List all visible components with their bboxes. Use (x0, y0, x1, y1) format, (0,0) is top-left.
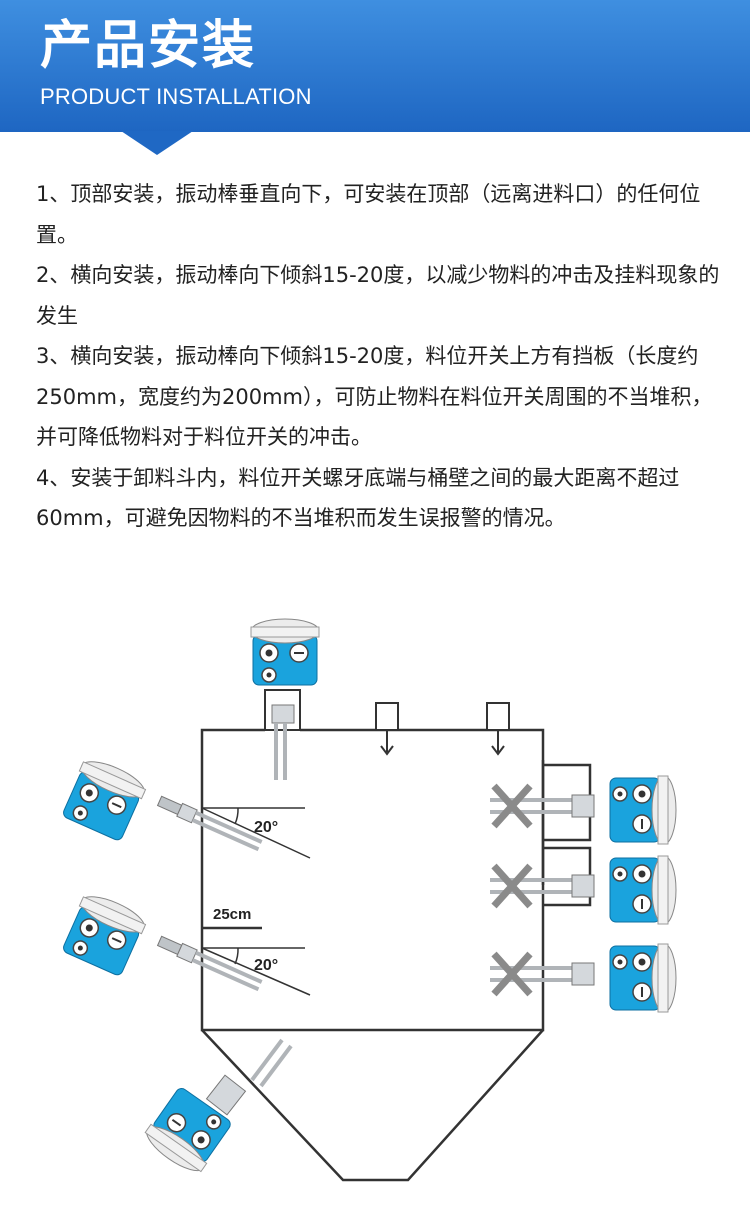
section-subtitle: PRODUCT INSTALLATION (40, 84, 312, 109)
inlet-arrow (486, 702, 510, 756)
instruction-item: 4、安装于卸料斗内，料位开关螺牙底端与桶壁之间的最大距离不超过60mm，可避免因… (36, 465, 680, 531)
right-level-switch-wrong-3 (490, 943, 677, 1013)
baffle-label: 25cm (213, 906, 251, 923)
banner-notch (121, 131, 193, 155)
instruction-item: 1、顶部安装，振动棒垂直向下，可安装在顶部（远离进料口）的任何位置。 (36, 182, 701, 247)
angle-label: 20° (254, 819, 278, 836)
right-level-switch-wrong-2 (490, 855, 677, 925)
installation-diagram: 20° 25cm 20° (58, 618, 677, 1182)
top-level-switch (250, 618, 320, 780)
instruction-list: 1、顶部安装，振动棒垂直向下，可安装在顶部（远离进料口）的任何位置。 2、横向安… (36, 174, 722, 539)
hopper-level-switch (139, 1038, 293, 1180)
inlet-arrow (375, 702, 399, 756)
instruction-item: 3、横向安装，振动棒向下倾斜15-20度，料位开关上方有挡板（长度约250mm，… (36, 344, 713, 449)
vessel-outline (200, 728, 545, 1182)
section-title: 产品安装 (40, 16, 257, 76)
instruction-item: 2、横向安装，振动棒向下倾斜15-20度，以减少物料的冲击及挂料现象的发生 (36, 263, 720, 328)
angle-label: 20° (254, 957, 278, 974)
left-level-switch-lower (58, 888, 311, 996)
right-level-switch-wrong-1 (490, 775, 677, 845)
header-banner (0, 0, 750, 132)
left-level-switch-upper (58, 753, 311, 859)
